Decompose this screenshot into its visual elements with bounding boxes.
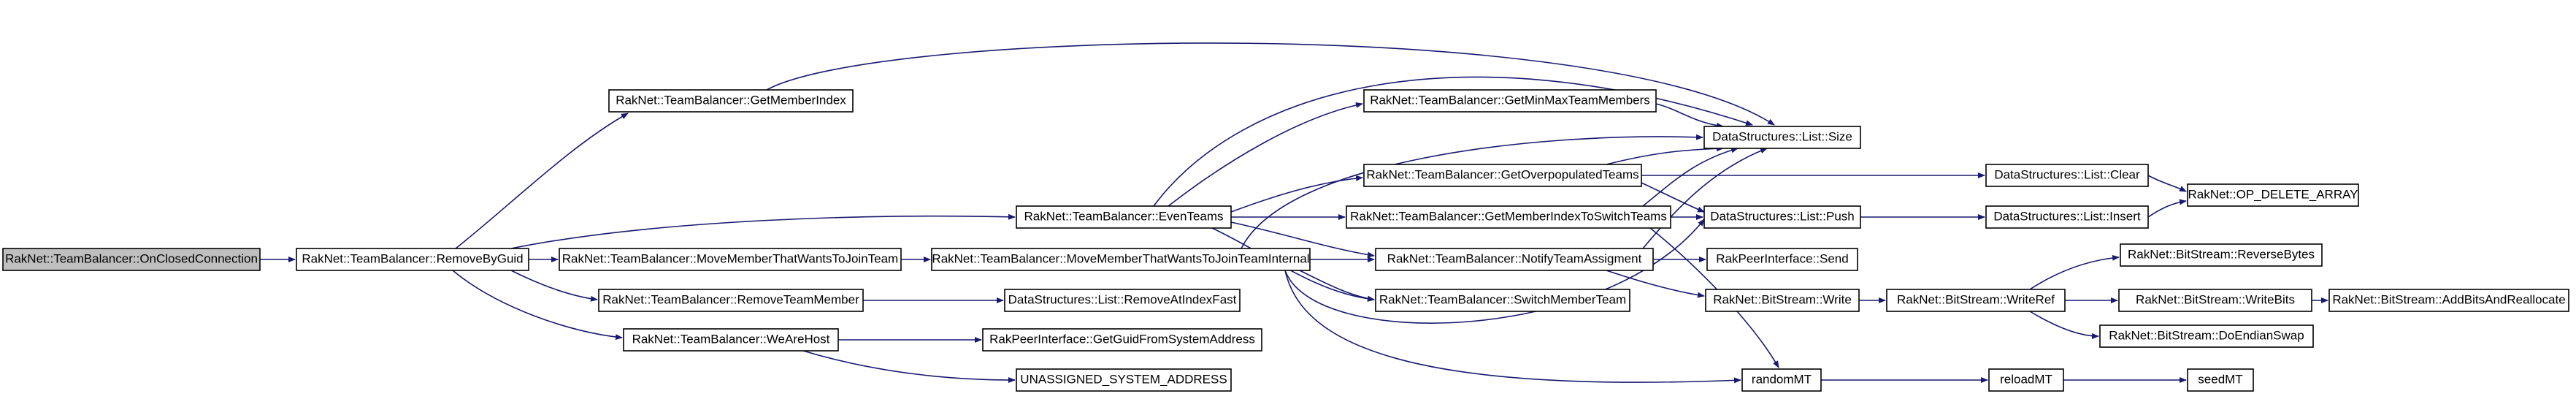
svg-text:DataStructures::List::Push: DataStructures::List::Push [1710,209,1854,223]
node-getoverpopulatedteams[interactable]: RakNet::TeamBalancer::GetOverpopulatedTe… [1363,164,1642,187]
edge-getmemberindexswitch-to-listsize [1642,147,1739,207]
edge-removebyguid-to-wearehost [452,270,623,341]
svg-text:randomMT: randomMT [1752,372,1812,386]
node-bitstream-doendianswap[interactable]: RakNet::BitStream::DoEndianSwap [2099,324,2314,348]
edge-removebyguid-to-removeteammember [510,270,598,302]
svg-text:DataStructures::List::Insert: DataStructures::List::Insert [1993,209,2141,223]
node-movememberthatwantstojointeaminternal[interactable]: RakNet::TeamBalancer::MoveMemberThatWant… [931,248,1311,271]
node-bitstream-reversebytes[interactable]: RakNet::BitStream::ReverseBytes [2120,243,2323,267]
edge-eventeams-to-switchmember [1211,227,1375,302]
edge-getmemberindex-to-listsize [766,42,1775,126]
node-randommt[interactable]: randomMT [1741,368,1822,392]
node-list-clear[interactable]: DataStructures::List::Clear [1985,164,2149,187]
node-list-removeatindexfast[interactable]: DataStructures::List::RemoveAtIndexFast [1004,289,1241,312]
svg-text:RakNet::TeamBalancer::GetMembe: RakNet::TeamBalancer::GetMemberIndex [616,93,846,107]
node-wearehost[interactable]: RakNet::TeamBalancer::WeAreHost [623,328,839,352]
svg-text:RakNet::BitStream::WriteRef: RakNet::BitStream::WriteRef [1897,292,2055,306]
edge-internal-to-switchmember [1299,270,1375,302]
edge-internal-to-randommt [1284,270,1741,384]
edge-removebyguid-to-eventeams [510,213,1016,249]
node-getmemberindextoswitchteams[interactable]: RakNet::TeamBalancer::GetMemberIndexToSw… [1346,205,1671,229]
svg-text:RakNet::TeamBalancer::GetMembe: RakNet::TeamBalancer::GetMemberIndexToSw… [1350,209,1667,223]
edge-listclear-to-opdelete [2147,175,2187,192]
edge-getminmax-to-listsize [1655,103,1724,129]
svg-text:RakNet::BitStream::AddBitsAndR: RakNet::BitStream::AddBitsAndReallocate [2332,292,2565,306]
node-removeteammember[interactable]: RakNet::TeamBalancer::RemoveTeamMember [598,289,864,312]
node-list-push[interactable]: DataStructures::List::Push [1703,205,1861,229]
edge-getoverpop-to-listpush [1641,182,1705,213]
node-removebyguid[interactable]: RakNet::TeamBalancer::RemoveByGuid [296,248,529,271]
svg-text:RakNet::BitStream::WriteBits: RakNet::BitStream::WriteBits [2136,292,2295,306]
edge-notify-to-listsize [1642,148,1768,249]
svg-text:RakPeerInterface::Send: RakPeerInterface::Send [1716,251,1848,265]
svg-text:RakNet::TeamBalancer::GetMinMa: RakNet::TeamBalancer::GetMinMaxTeamMembe… [1370,93,1650,107]
node-bitstream-write[interactable]: RakNet::BitStream::Write [1705,289,1860,312]
edge-eventeams-to-getminmax [1168,102,1363,207]
svg-text:RakNet::TeamBalancer::EvenTeam: RakNet::TeamBalancer::EvenTeams [1024,209,1223,223]
edge-getoverpop-to-listsize [1606,145,1724,165]
edge-writeref-to-reversebytes [2029,254,2120,290]
node-list-insert[interactable]: DataStructures::List::Insert [1985,205,2149,229]
node-switchmemberteam[interactable]: RakNet::TeamBalancer::SwitchMemberTeam [1375,289,1630,312]
svg-text:RakNet::BitStream::DoEndianSwa: RakNet::BitStream::DoEndianSwap [2109,328,2304,342]
svg-text:RakNet::TeamBalancer::MoveMemb: RakNet::TeamBalancer::MoveMemberThatWant… [932,251,1309,265]
svg-text:RakPeerInterface::GetGuidFromS: RakPeerInterface::GetGuidFromSystemAddre… [989,332,1255,346]
node-bitstream-addbitsandreallocate[interactable]: RakNet::BitStream::AddBitsAndReallocate [2328,289,2569,312]
node-seedmt[interactable]: seedMT [2187,368,2254,392]
node-getmemberindex[interactable]: RakNet::TeamBalancer::GetMemberIndex [608,89,854,113]
svg-text:RakNet::TeamBalancer::OnClosed: RakNet::TeamBalancer::OnClosedConnection [5,251,258,265]
svg-text:DataStructures::List::RemoveAt: DataStructures::List::RemoveAtIndexFast [1008,292,1237,306]
edge-writeref-to-doendian [2029,311,2099,339]
node-list-size[interactable]: DataStructures::List::Size [1703,126,1861,149]
node-rakpeer-send[interactable]: RakPeerInterface::Send [1706,248,1858,271]
node-unassigned-system-address[interactable]: UNASSIGNED_SYSTEM_ADDRESS [1016,368,1232,392]
svg-text:RakNet::TeamBalancer::RemoveTe: RakNet::TeamBalancer::RemoveTeamMember [602,292,859,306]
svg-text:RakNet::TeamBalancer::SwitchMe: RakNet::TeamBalancer::SwitchMemberTeam [1379,292,1626,306]
node-movememberthatwantstojointeam[interactable]: RakNet::TeamBalancer::MoveMemberThatWant… [559,248,902,271]
node-onclosedconnection[interactable]: RakNet::TeamBalancer::OnClosedConnection [2,248,261,271]
edge-removebyguid-to-getmemberindex [455,113,629,249]
node-op-delete-array[interactable]: RakNet::OP_DELETE_ARRAY [2187,183,2359,207]
edge-internal-to-listsize [1241,134,1703,249]
node-notifyteamassigment[interactable]: RakNet::TeamBalancer::NotifyTeamAssigmen… [1375,248,1654,271]
node-bitstream-writeref[interactable]: RakNet::BitStream::WriteRef [1886,289,2066,312]
node-eventeams[interactable]: RakNet::TeamBalancer::EvenTeams [1016,205,1232,229]
edge-eventeams-to-notify [1230,221,1375,258]
svg-text:RakNet::TeamBalancer::MoveMemb: RakNet::TeamBalancer::MoveMemberThatWant… [562,251,898,265]
svg-text:RakNet::TeamBalancer::GetOverp: RakNet::TeamBalancer::GetOverpopulatedTe… [1366,167,1638,181]
node-bitstream-writebits[interactable]: RakNet::BitStream::WriteBits [2118,289,2312,312]
svg-text:RakNet::TeamBalancer::RemoveBy: RakNet::TeamBalancer::RemoveByGuid [302,251,523,265]
svg-text:DataStructures::List::Size: DataStructures::List::Size [1712,129,1852,143]
svg-text:UNASSIGNED_SYSTEM_ADDRESS: UNASSIGNED_SYSTEM_ADDRESS [1020,372,1227,386]
edge-notify-to-bswrite [1606,270,1705,298]
svg-text:reloadMT: reloadMT [2000,372,2052,386]
svg-text:RakNet::BitStream::Write: RakNet::BitStream::Write [1713,292,1852,306]
svg-text:RakNet::TeamBalancer::WeAreHos: RakNet::TeamBalancer::WeAreHost [632,332,830,346]
node-getguidfromsystemaddress[interactable]: RakPeerInterface::GetGuidFromSystemAddre… [982,328,1262,352]
edge-eventeams-to-getoverpop [1230,175,1363,213]
svg-text:seedMT: seedMT [2198,372,2242,386]
svg-text:RakNet::BitStream::ReverseByte: RakNet::BitStream::ReverseBytes [2128,247,2315,261]
node-getminmaxteammembers[interactable]: RakNet::TeamBalancer::GetMinMaxTeamMembe… [1363,89,1657,113]
edge-wearehost-to-unassigned [802,350,1016,383]
svg-text:DataStructures::List::Clear: DataStructures::List::Clear [1994,167,2140,181]
svg-text:RakNet::OP_DELETE_ARRAY: RakNet::OP_DELETE_ARRAY [2188,187,2358,201]
svg-text:RakNet::TeamBalancer::NotifyTe: RakNet::TeamBalancer::NotifyTeamAssigmen… [1387,251,1642,265]
node-reloadmt[interactable]: reloadMT [1988,368,2064,392]
edge-listinsert-to-opdelete [2147,199,2187,218]
